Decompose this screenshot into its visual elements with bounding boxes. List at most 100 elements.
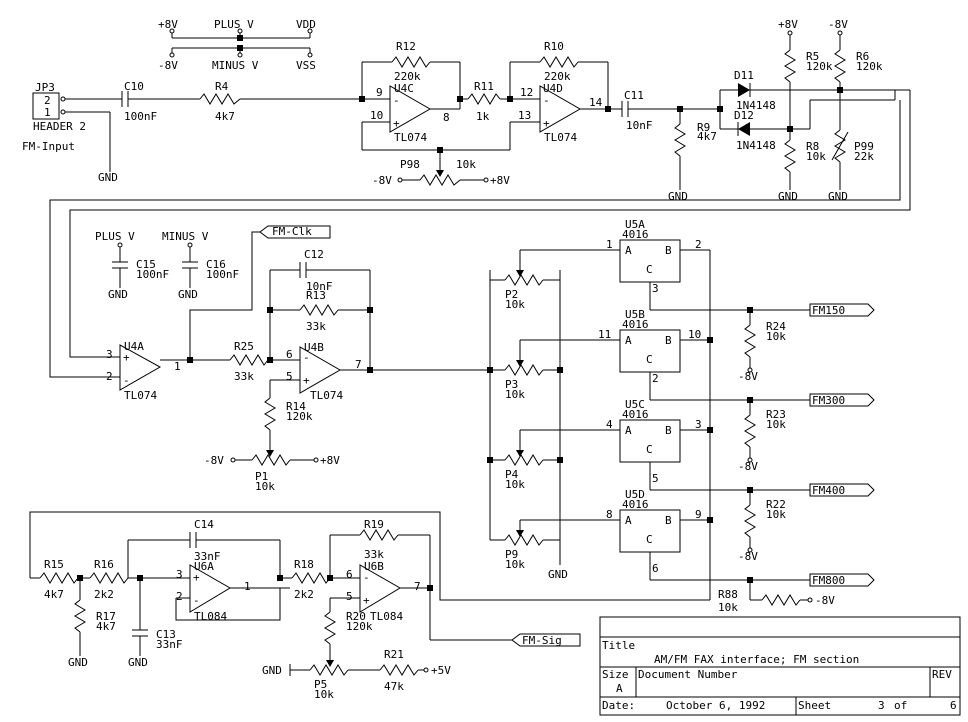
diodes: D11 1N4148 D12 1N4148: [719, 69, 910, 152]
pots-p3-text: P3: [505, 378, 518, 391]
pots-p99-text: P99: [854, 140, 874, 153]
r9: GND R9 4k7: [668, 109, 717, 203]
resistors-r18v-text: 2k2: [294, 588, 314, 601]
r22: -8V R22 10k: [738, 487, 786, 563]
pots-p5v-text: 10k: [314, 688, 334, 701]
power-plusv-text: PLUS V: [95, 230, 135, 243]
counters-u5b-text: U5B: [625, 308, 645, 321]
resistors-r25v-text: 33k: [234, 370, 254, 383]
fm-clk-net[interactable]: FM-Clk: [189, 225, 331, 360]
title-block: Title AM/FM FAX interface; FM section Si…: [599, 616, 961, 716]
power-p8v-text: +8V: [490, 174, 510, 187]
pots-p4v-text: 10k: [505, 478, 525, 491]
resistors-r15-text: R15: [44, 558, 64, 571]
fm150-net[interactable]: FM150: [809, 303, 875, 317]
resistors-r88-text: R88: [718, 588, 738, 601]
power-m8v-text: -8V: [828, 18, 848, 31]
counters-a-text: A: [625, 424, 632, 437]
svg-text:-: -: [363, 571, 370, 584]
resistors-r12v-text: 220k: [394, 70, 421, 83]
resistors-r5-text: R5: [806, 50, 819, 63]
fm-sig-net[interactable]: FM-Sig: [430, 633, 581, 647]
resistors-r10-text: R10: [544, 40, 564, 53]
pins-n12-text: 12: [520, 86, 533, 99]
c10-value: 100nF: [124, 110, 157, 123]
fm800-net[interactable]: FM800: [809, 573, 875, 587]
power-p8v-text: +8V: [778, 18, 798, 31]
nets-fm800-text: FM800: [812, 574, 845, 587]
size-value: A: [616, 682, 623, 695]
pins-n2-text: 2: [695, 238, 702, 251]
resistors-r11-text: R11: [474, 80, 494, 93]
resistors-r20v-text: 120k: [346, 620, 373, 633]
u5d-switch: U5D 4016 A B C 8 9 3 2 5 6: [606, 282, 810, 581]
r6-p99: -8V GND R6 120k P99 22k: [828, 18, 883, 203]
pins-n1-text: 1: [606, 238, 613, 251]
jp3-pin2: 2: [44, 94, 51, 107]
resistors-r18-text: R18: [294, 558, 314, 571]
c10: C10 100nF: [121, 80, 200, 123]
u4d-opamp: -+ U4D TL074 12 13 14: [507, 82, 622, 150]
nets-fm400-text: FM400: [812, 484, 845, 497]
power-gnd-text: GND: [668, 190, 688, 203]
c14: C14 33nF: [127, 518, 281, 578]
r23: -8V R23 10k: [738, 397, 786, 473]
nets-fm-clk-text: FM-Clk: [272, 225, 312, 238]
jp3-label: JP3: [35, 81, 55, 94]
counters-part-text: 4016: [622, 228, 649, 241]
label-p8v: +8V: [158, 18, 178, 31]
r12: R12 220k: [361, 40, 461, 99]
pins-n9-text: 9: [695, 508, 702, 521]
power-m8v-text: -8V: [738, 370, 758, 383]
svg-text:+: +: [303, 374, 310, 387]
date-value: October 6, 1992: [666, 699, 765, 712]
counters-b-text: B: [665, 514, 672, 527]
fm400-net[interactable]: FM400: [809, 483, 875, 497]
caps-c11-text: C11: [624, 89, 644, 102]
resistors-r88v-text: 10k: [718, 601, 738, 614]
resistors-r9v-text: 4k7: [697, 130, 717, 143]
u4b-opamp: -+ U4B TL074 6 5 7: [270, 341, 500, 402]
pins-n6-text: 6: [652, 562, 659, 575]
fm-input-label: FM-Input: [22, 140, 75, 153]
p4: P4 10k: [490, 429, 620, 491]
resistors-r17v-text: 4k7: [96, 620, 116, 633]
c15-c16: PLUS V GND C15 100nF MINUS V GND C16 100…: [95, 230, 239, 301]
caps-c14-text: C14: [194, 518, 214, 531]
opamps-u4b-text: U4B: [304, 341, 324, 354]
pins-n8-text: 8: [443, 111, 450, 124]
pins-n5-text: 5: [652, 472, 659, 485]
pins-n3-text: 3: [106, 348, 113, 361]
resistors-r24-text: R24: [766, 320, 786, 333]
switch-common-bus: [29, 250, 713, 601]
pins-n4-text: 4: [606, 418, 613, 431]
label-plusv: PLUS V: [214, 18, 254, 31]
r88: -8V R88 10k: [718, 577, 835, 614]
pins-n11-text: 11: [598, 328, 611, 341]
pins-n3-text: 3: [695, 418, 702, 431]
svg-text:+: +: [363, 594, 370, 607]
resistors-r5v-text: 120k: [806, 60, 833, 73]
pots-p9v-text: 10k: [505, 558, 525, 571]
pots-p1-text: P1: [255, 470, 268, 483]
r15: R15 4k7: [30, 558, 83, 601]
pins-n1-text: 1: [244, 580, 251, 593]
p9: P9 10k: [490, 519, 620, 571]
resistors-r14v-text: 120k: [286, 410, 313, 423]
caps-c12v-text: 10nF: [306, 280, 333, 293]
resistors-r14-text: R14: [286, 400, 306, 413]
counters-u5d-text: U5D: [625, 488, 645, 501]
power-m8v-text: -8V: [738, 460, 758, 473]
jp3-header: HEADER 2: [33, 120, 86, 133]
pots-p9-text: P9: [505, 548, 518, 561]
power-gnd-text: GND: [548, 568, 568, 581]
r10: R10 220k: [509, 40, 609, 109]
resistors-r8v-text: 10k: [806, 150, 826, 163]
resistors-r10v-text: 220k: [544, 70, 571, 83]
opamps-tl084-text: TL084: [370, 610, 403, 623]
fm300-net[interactable]: FM300: [809, 393, 875, 407]
pots-p4-text: P4: [505, 468, 519, 481]
power-rail-block: +8V PLUS V VDD -8V MINUS V VSS: [158, 18, 316, 72]
r4-label: R4: [215, 80, 229, 93]
